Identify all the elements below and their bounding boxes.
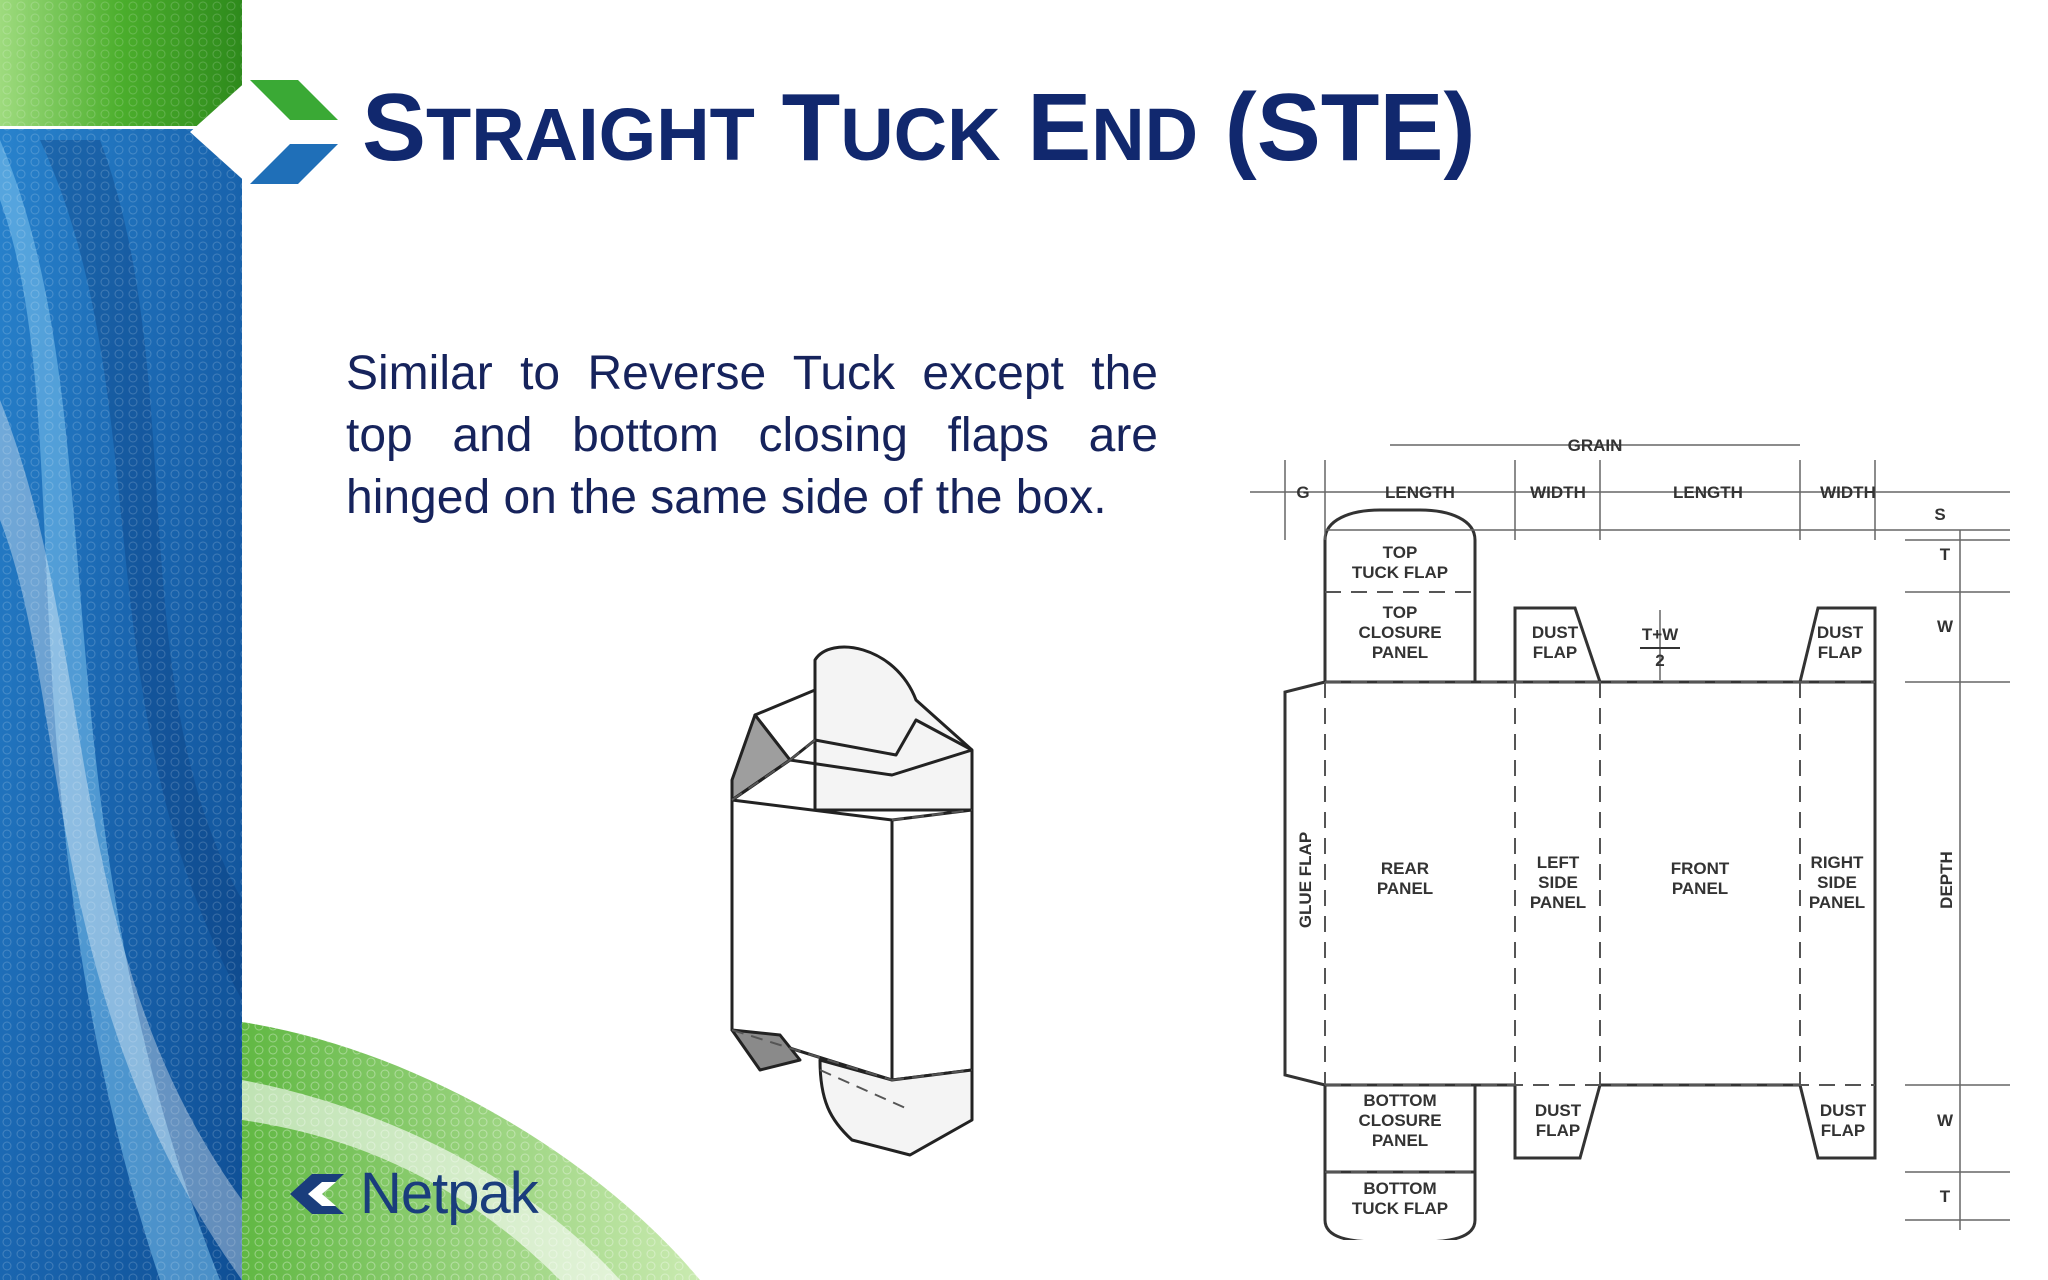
label-s: S (1934, 505, 1945, 524)
bottom-tuck-line2: TUCK FLAP (1352, 1199, 1448, 1218)
label-t-top: T (1940, 545, 1951, 564)
netpak-logo: Netpak (286, 1160, 539, 1227)
bottom-closure-line2: CLOSURE (1358, 1111, 1441, 1130)
label-w-top: W (1937, 617, 1954, 636)
netpak-brand-text: Netpak (360, 1161, 539, 1226)
top-closure-line2: CLOSURE (1358, 623, 1441, 642)
rear-line2: PANEL (1377, 879, 1433, 898)
dust-tr-line1: DUST (1817, 623, 1864, 642)
rear-line1: REAR (1381, 859, 1429, 878)
title-word-straight: TRAIGHT (426, 93, 755, 176)
label-t-bottom: T (1940, 1187, 1951, 1206)
dust-br-line1: DUST (1820, 1101, 1867, 1120)
title-suffix: (STE) (1224, 74, 1476, 181)
chevron-mark-icon (190, 78, 338, 186)
top-closure-line1: TOP (1383, 603, 1418, 622)
dust-bl-line2: FLAP (1536, 1121, 1580, 1140)
front-line2: PANEL (1672, 879, 1728, 898)
front-line1: FRONT (1671, 859, 1730, 878)
title-word-tuck: UCK (840, 93, 1001, 176)
left-side-line3: PANEL (1530, 893, 1586, 912)
top-closure-line3: PANEL (1372, 643, 1428, 662)
bottom-green-swoosh (242, 1022, 700, 1280)
dust-tl-line2: FLAP (1533, 643, 1577, 662)
title-letter-t: T (781, 74, 841, 181)
label-length-1: LENGTH (1385, 483, 1455, 502)
dust-br-line2: FLAP (1821, 1121, 1865, 1140)
slide-body-text: Similar to Reverse Tuck except the top a… (346, 347, 1158, 524)
netpak-chevron-icon (290, 1173, 344, 1214)
left-decorative-band (0, 0, 242, 1280)
dieline-diagram: GRAIN G LENGTH WIDTH LENGTH WIDTH S T W … (1250, 436, 2010, 1240)
title-word-end: ND (1091, 93, 1199, 176)
dust-bl-line1: DUST (1535, 1101, 1582, 1120)
right-side-line3: PANEL (1809, 893, 1865, 912)
title-letter-e: E (1027, 74, 1092, 181)
label-g: G (1296, 483, 1309, 502)
title-letter-s: S (362, 74, 427, 181)
label-width-1: WIDTH (1530, 483, 1586, 502)
dust-tl-line1: DUST (1532, 623, 1579, 642)
page-title: STRAIGHT TUCK END (STE) (362, 80, 1475, 176)
label-width-2: WIDTH (1820, 483, 1876, 502)
glue-flap-label: GLUE FLAP (1296, 832, 1315, 928)
dust-tr-line2: FLAP (1818, 643, 1862, 662)
formula-numerator: T+W (1642, 625, 1679, 644)
left-side-line1: LEFT (1537, 853, 1580, 872)
bottom-closure-line1: BOTTOM (1363, 1091, 1436, 1110)
label-w-bottom: W (1937, 1111, 1954, 1130)
right-side-line1: RIGHT (1811, 853, 1865, 872)
label-grain: GRAIN (1568, 436, 1623, 455)
bottom-closure-line3: PANEL (1372, 1131, 1428, 1150)
top-tuck-line2: TUCK FLAP (1352, 563, 1448, 582)
box-3d-illustration (730, 645, 974, 1157)
label-depth: DEPTH (1937, 851, 1956, 909)
bottom-tuck-line1: BOTTOM (1363, 1179, 1436, 1198)
label-length-2: LENGTH (1673, 483, 1743, 502)
left-side-line2: SIDE (1538, 873, 1578, 892)
top-tuck-line1: TOP (1383, 543, 1418, 562)
formula-denominator: 2 (1655, 651, 1664, 670)
right-side-line2: SIDE (1817, 873, 1857, 892)
